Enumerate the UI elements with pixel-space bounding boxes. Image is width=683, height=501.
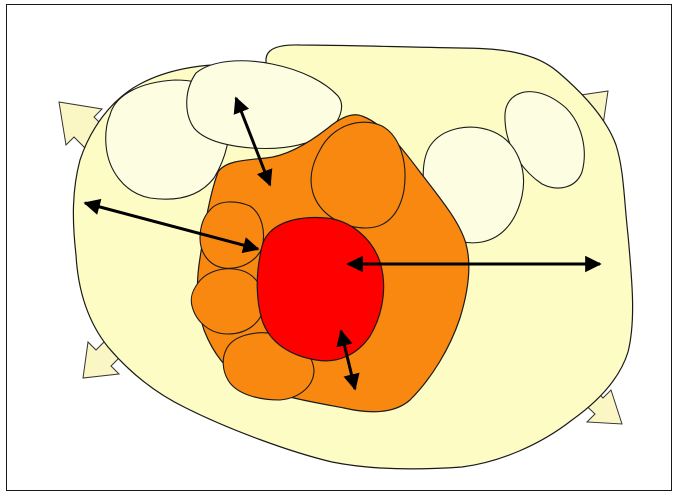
double-arrow-left [83, 198, 260, 254]
orange-cell-left-mid [190, 268, 265, 335]
core-region [256, 216, 385, 362]
white-body-right-small [504, 91, 585, 189]
double-arrow-top [233, 96, 273, 187]
double-arrows [83, 96, 602, 391]
double-arrow-bottom [336, 329, 360, 391]
orange-cell-upper [310, 121, 406, 229]
